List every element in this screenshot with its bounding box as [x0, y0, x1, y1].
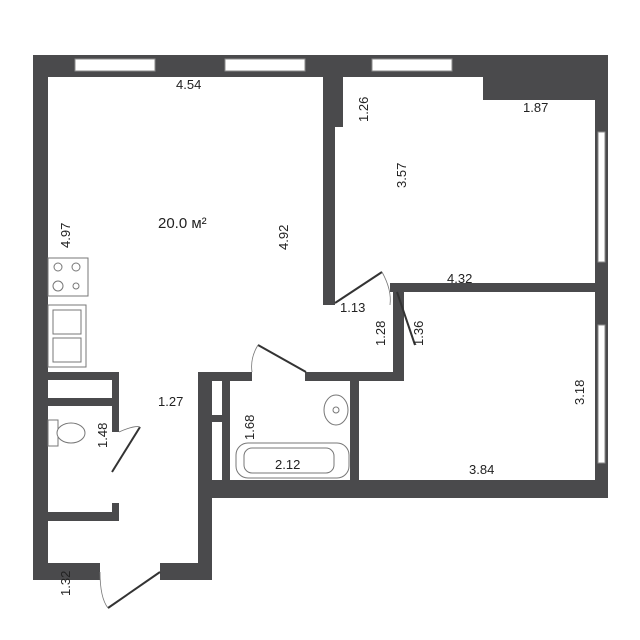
corridor-door-label: 1.36 [411, 321, 426, 346]
bedroom2-height-label: 3.18 [572, 380, 587, 405]
bedroom2-width-label: 3.84 [469, 462, 494, 477]
living-width-label: 4.54 [176, 77, 201, 92]
corridor-width-label: 1.13 [340, 300, 365, 315]
toilet-length-label: 1.48 [95, 423, 110, 448]
bedroom1-width-label: 4.32 [447, 271, 472, 286]
bathtub-icon [235, 442, 350, 479]
living-area-label: 20.0 м² [158, 215, 207, 232]
toilet-icon [47, 419, 86, 447]
washbasin-icon [323, 394, 349, 426]
living-height-left-label: 4.97 [58, 223, 73, 248]
stove-icon [47, 257, 89, 297]
hall-width-label: 1.27 [158, 394, 183, 409]
living-height-right-label: 4.92 [276, 225, 291, 250]
entry-height-label: 1.32 [58, 571, 73, 596]
bedroom1-width-top-label: 1.87 [523, 100, 548, 115]
bedroom1-niche-label: 1.26 [356, 97, 371, 122]
window [224, 58, 306, 72]
bathroom-width-label: 2.12 [275, 457, 300, 472]
window [597, 324, 606, 464]
doors [99, 271, 416, 609]
corridor-height-label: 1.28 [373, 321, 388, 346]
window [74, 58, 156, 72]
bathroom-height-label: 1.68 [242, 415, 257, 440]
walls [33, 55, 608, 580]
windows [74, 58, 606, 464]
dimension-labels: 4.54 20.0 м² 4.97 4.92 1.26 1.87 3.57 4.… [58, 77, 587, 596]
bedroom1-height-label: 3.57 [394, 163, 409, 188]
window [371, 58, 453, 72]
window [597, 131, 606, 263]
sink-icon [47, 304, 87, 368]
